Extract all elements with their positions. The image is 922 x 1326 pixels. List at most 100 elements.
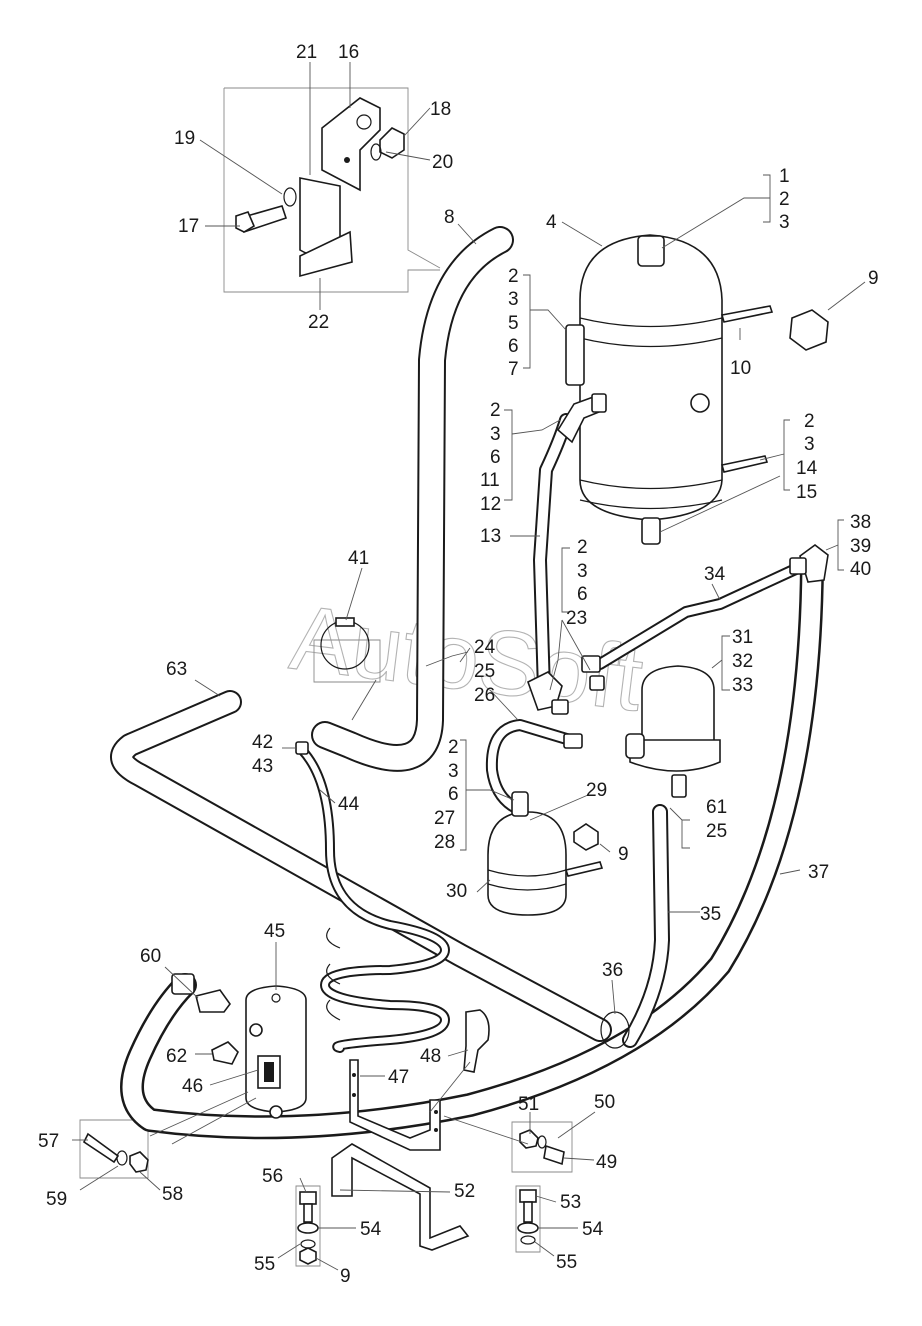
fitting-42: [295, 741, 309, 755]
callout-24: 24: [474, 637, 496, 658]
nut-9b: [573, 823, 599, 851]
clamp-48: [463, 1009, 490, 1073]
callout-36: 36: [602, 960, 623, 981]
callout-14: 14: [796, 458, 818, 479]
callout-2-left: 2: [508, 266, 519, 287]
callout-54-left: 54: [360, 1219, 382, 1240]
callout-40: 40: [850, 559, 871, 580]
pipes: [110, 226, 824, 1140]
callout-3-elbow: 3: [490, 424, 501, 445]
leader-lines: [72, 62, 866, 1271]
callout-49: 49: [596, 1152, 617, 1173]
callout-37: 37: [808, 862, 829, 883]
callout-54-right: 54: [582, 1219, 604, 1240]
callout-42: 42: [252, 732, 273, 753]
callout-25-left: 25: [474, 661, 495, 682]
callout-6-elbow: 6: [490, 447, 501, 468]
grouping-boxes: [79, 87, 573, 1267]
callout-45: 45: [264, 921, 285, 942]
bracket-52: [331, 1143, 470, 1251]
callout-25-right: 25: [706, 821, 727, 842]
callout-2-strap: 2: [804, 411, 815, 432]
callout-35: 35: [700, 904, 721, 925]
callout-17: 17: [178, 216, 199, 237]
receiver-tank-4: [556, 234, 774, 545]
callout-3-left: 3: [508, 289, 519, 310]
callout-31: 31: [732, 627, 753, 648]
callout-56: 56: [262, 1166, 283, 1187]
callout-48: 48: [420, 1046, 441, 1067]
callout-3-tank: 3: [779, 212, 790, 233]
callout-23: 23: [566, 608, 587, 629]
callout-28: 28: [434, 832, 455, 853]
tank-30: [487, 791, 604, 916]
callout-60: 60: [140, 946, 161, 967]
callout-2-tee: 2: [577, 537, 588, 558]
callout-15: 15: [796, 482, 817, 503]
callout-5: 5: [508, 313, 519, 334]
callout-6-small: 6: [448, 784, 459, 805]
elbow-62: [211, 1041, 239, 1065]
callout-12: 12: [480, 494, 501, 515]
elbow-38: [789, 543, 829, 583]
callout-32: 32: [732, 651, 753, 672]
callout-34: 34: [704, 564, 726, 585]
callout-13: 13: [480, 526, 501, 547]
callout-11: 11: [480, 470, 500, 491]
callout-20: 20: [432, 152, 453, 173]
callout-2-small: 2: [448, 737, 459, 758]
callout-9-mid: 9: [618, 844, 629, 865]
callout-59: 59: [46, 1189, 67, 1210]
bracket-47: [349, 1059, 441, 1151]
callout-33: 33: [732, 675, 753, 696]
callout-8: 8: [444, 207, 455, 228]
callout-51: 51: [518, 1094, 539, 1115]
nut-9a: [789, 309, 829, 351]
callout-62: 62: [166, 1046, 187, 1067]
elbow-60: [195, 989, 231, 1013]
callout-9-bottom: 9: [340, 1266, 351, 1287]
callout-19: 19: [174, 128, 195, 149]
air-dryer-31: [625, 665, 721, 798]
callout-55-left: 55: [254, 1254, 275, 1275]
bracket-group-16: [235, 97, 405, 278]
tee-23: [527, 655, 605, 749]
callout-16: 16: [338, 42, 359, 63]
callout-3-small: 3: [448, 761, 459, 782]
hose-clamp-41: [320, 617, 370, 670]
callout-43: 43: [252, 756, 273, 777]
callout-22: 22: [308, 312, 329, 333]
callout-55-right: 55: [556, 1252, 577, 1273]
callout-41: 41: [348, 548, 369, 569]
callout-10: 10: [730, 358, 751, 379]
callout-3-strap: 3: [804, 434, 815, 455]
callout-2-tank: 2: [779, 189, 790, 210]
callout-numbers: 16 21 18 19 20 17 22 8 4 1 2 3 9 2 3 5 6…: [38, 42, 879, 1287]
callout-57: 57: [38, 1131, 59, 1152]
callout-29: 29: [586, 780, 607, 801]
callout-30: 30: [446, 881, 467, 902]
callout-47: 47: [388, 1067, 409, 1088]
callout-63: 63: [166, 659, 187, 680]
callout-3-tee: 3: [577, 561, 588, 582]
callout-50: 50: [594, 1092, 615, 1113]
callout-61: 61: [706, 797, 727, 818]
callout-6-tee: 6: [577, 584, 588, 605]
fasteners: [82, 1129, 565, 1265]
callout-4: 4: [546, 212, 557, 233]
callout-39: 39: [850, 536, 871, 557]
callout-2-elbow: 2: [490, 400, 501, 421]
callout-46: 46: [182, 1076, 203, 1097]
callout-21: 21: [296, 42, 317, 63]
callout-58: 58: [162, 1184, 183, 1205]
callout-53: 53: [560, 1192, 581, 1213]
callout-52: 52: [454, 1181, 475, 1202]
callout-38: 38: [850, 512, 871, 533]
receiver-45: [245, 985, 307, 1119]
callout-18: 18: [430, 99, 451, 120]
callout-7: 7: [508, 359, 519, 380]
callout-9-top: 9: [868, 268, 879, 289]
callout-6-left: 6: [508, 336, 519, 357]
callout-1: 1: [779, 166, 790, 187]
